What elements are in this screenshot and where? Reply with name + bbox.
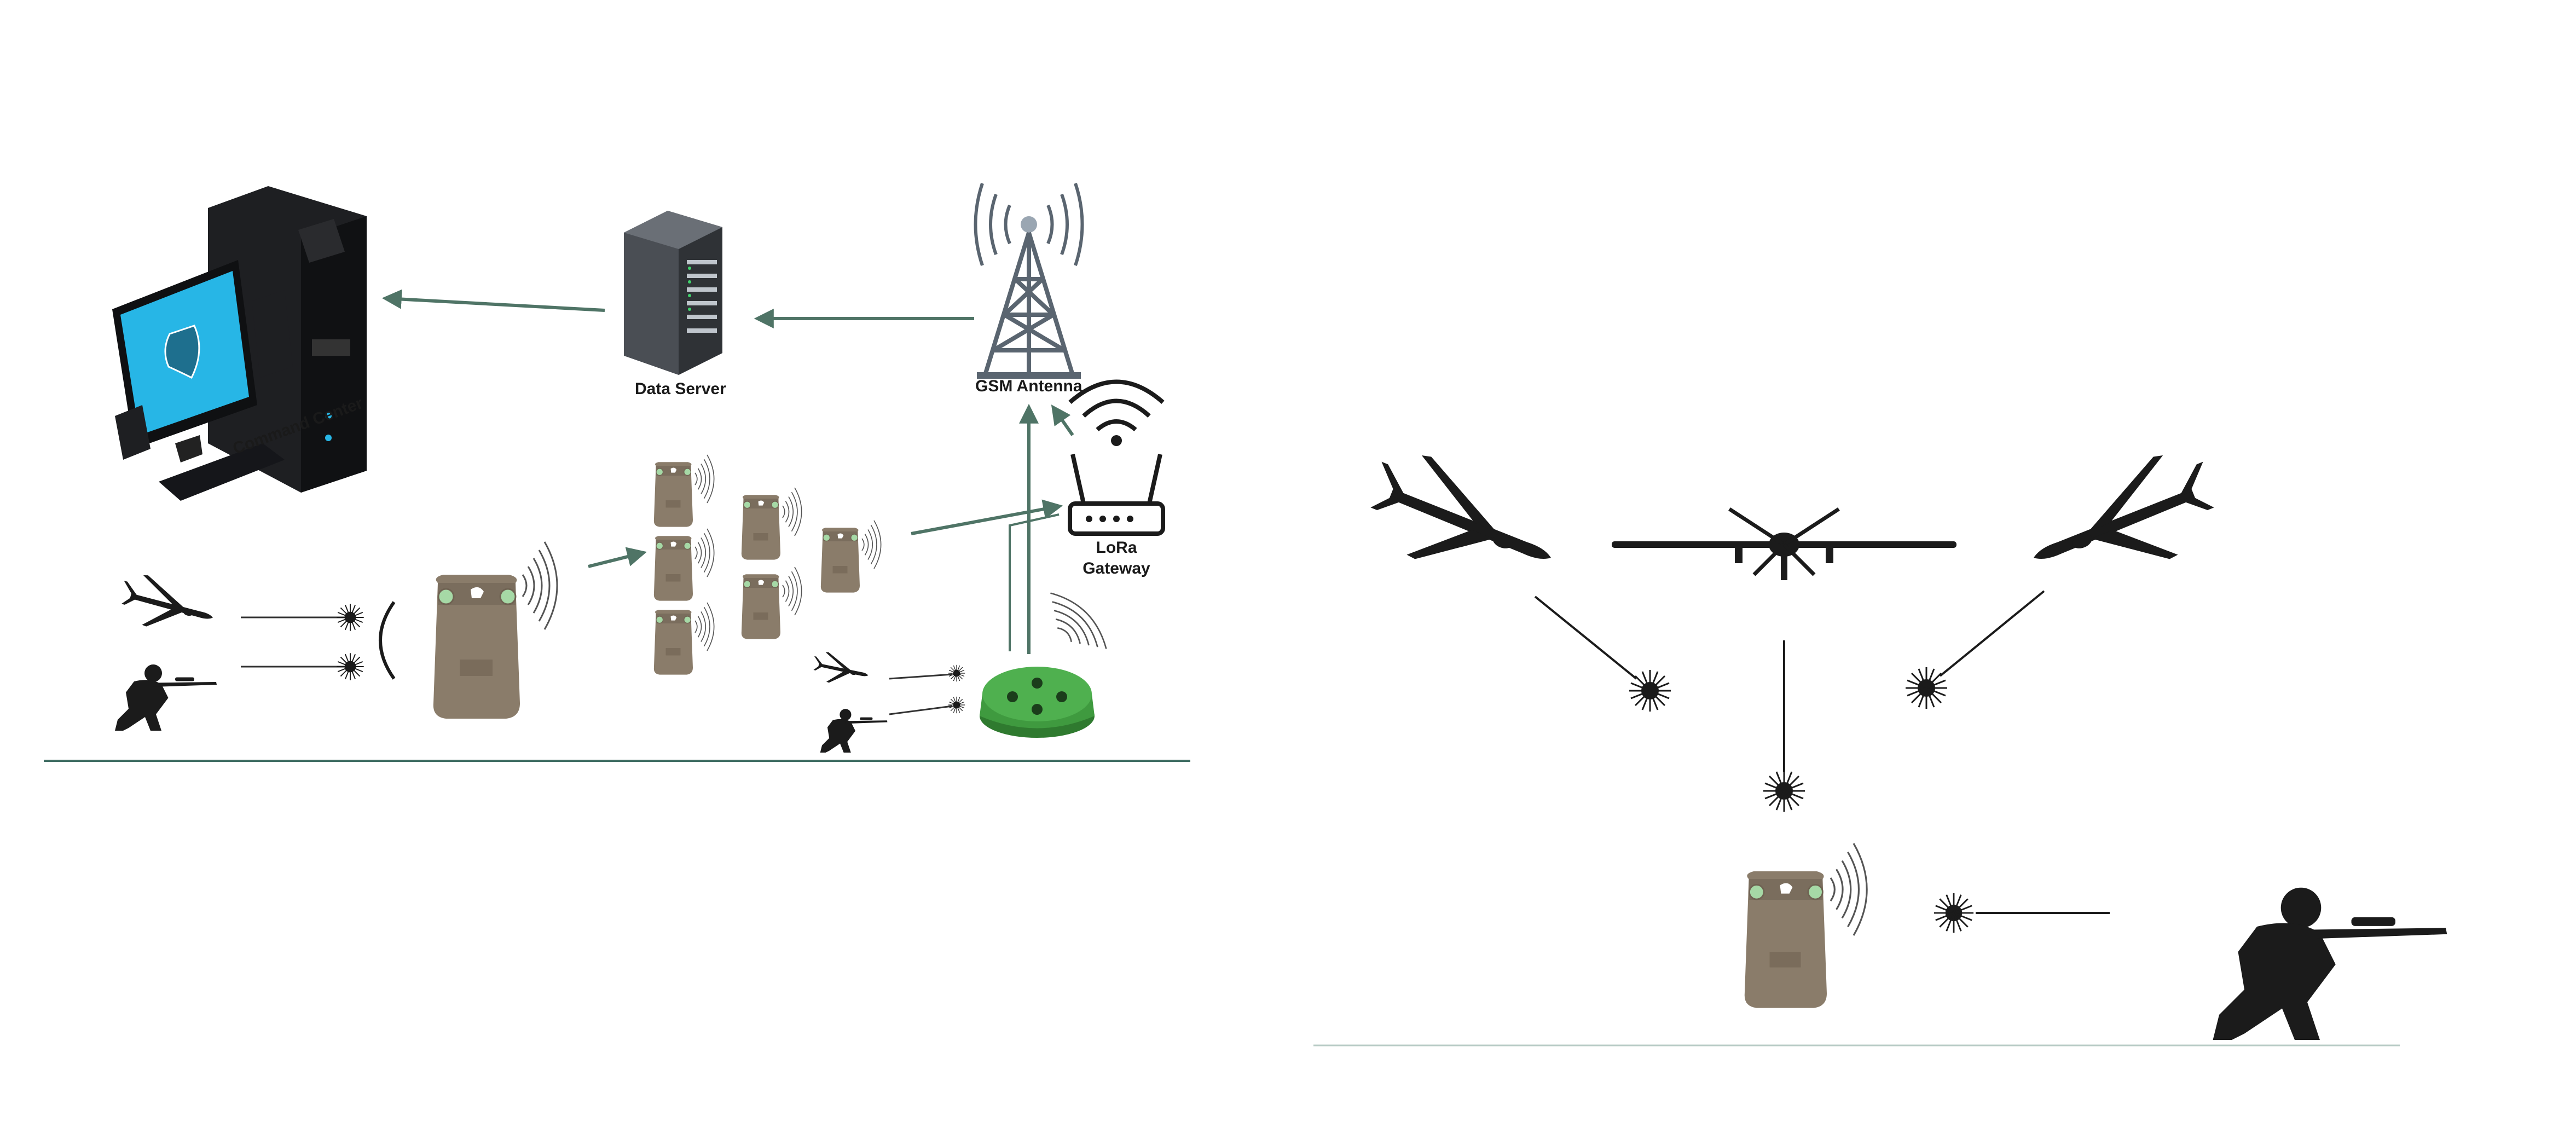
- laser-beam: [889, 705, 953, 715]
- server-rack-icon: [624, 211, 722, 375]
- laser-detector-icon: [654, 529, 714, 601]
- laser-detector-icon: [432, 574, 521, 720]
- lora-gateway-label-line1: LoRa: [1096, 539, 1137, 557]
- drone-icon: [1352, 440, 1570, 606]
- lora-router-icon: [1068, 379, 1165, 536]
- laser-burst-icon: [336, 652, 364, 681]
- drone-icon: [114, 569, 219, 643]
- arrow-cluster-to-gateway: [911, 499, 1063, 535]
- laser-detector-icon: [742, 488, 802, 560]
- laser-beam: [1534, 595, 1637, 680]
- desktop-computer-icon: [112, 186, 367, 501]
- laser-detector-icon: [654, 455, 714, 527]
- kneeling-sniper-icon: [115, 664, 217, 731]
- laser-detector-icon: [1744, 870, 1828, 1009]
- laser-beam: [1939, 590, 2045, 677]
- lora-gateway-label-line2: Gateway: [1083, 559, 1150, 577]
- laser-burst-icon: [1628, 669, 1672, 713]
- signal-waves-icon: [1830, 842, 1868, 936]
- signal-waves-icon: [1035, 584, 1115, 664]
- arrow-detector-to-cluster: [588, 547, 647, 568]
- laser-burst-icon: [948, 696, 965, 714]
- gsm-antenna-label: GSM Antenna: [975, 377, 1083, 395]
- data-server-label: Data Server: [635, 380, 726, 398]
- kneeling-sniper-icon: [2213, 887, 2447, 1040]
- laser-detector-icon: [742, 567, 802, 639]
- laser-detector-icon: [654, 603, 714, 675]
- signal-waves-icon: [522, 541, 558, 631]
- laser-beam: [889, 673, 953, 680]
- laser-burst-icon: [1904, 666, 1948, 710]
- laser-burst-icon: [1933, 892, 1975, 934]
- kneeling-sniper-icon: [820, 709, 888, 753]
- laser-detector-icon: [821, 521, 881, 593]
- ground-sensor-icon: [980, 667, 1095, 738]
- laser-burst-icon: [1762, 769, 1806, 813]
- drone-icon: [809, 649, 872, 691]
- drone-icon: [1612, 507, 1956, 580]
- link-sensor-to-gateway: [1009, 513, 1060, 651]
- arrow-server-to-command: [381, 289, 605, 312]
- gsm-tower-icon: [974, 183, 1084, 379]
- detection-arc: [379, 601, 396, 680]
- arrow-gateway-to-antenna: [1051, 404, 1074, 436]
- laser-burst-icon: [948, 664, 965, 682]
- laser-burst-icon: [336, 603, 364, 632]
- drone-icon: [2015, 440, 2232, 606]
